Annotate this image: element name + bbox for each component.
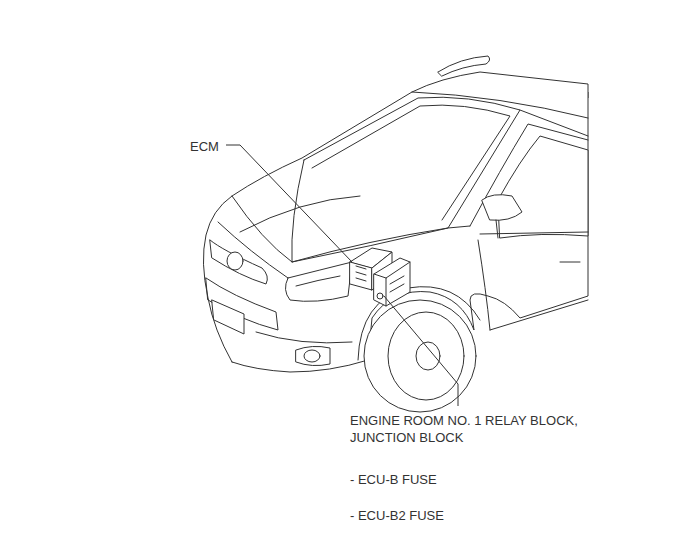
side-window [498, 136, 588, 238]
roof-edge [520, 110, 588, 136]
front-tire [364, 300, 476, 412]
car-line [377, 293, 383, 299]
car-line [390, 276, 404, 292]
windshield [292, 97, 520, 262]
upper-grille [210, 240, 267, 284]
car-line [374, 262, 410, 306]
leader-line [384, 296, 458, 406]
hub [416, 342, 440, 370]
windshield-inner [312, 105, 510, 220]
part-name: ENGINE ROOM NO. 1 RELAY BLOCK, JUNCTION … [350, 412, 590, 446]
hood-crease [240, 196, 360, 232]
hood-edge [232, 196, 292, 262]
leader-line [226, 145, 352, 262]
mirror [482, 195, 522, 221]
door-handle [560, 262, 580, 263]
car-line [356, 266, 366, 281]
headlight [285, 262, 352, 301]
fuse-name: - ECU-B2 FUSE [350, 507, 510, 524]
car-body [203, 56, 588, 412]
belt-line [480, 232, 588, 234]
relay-block [374, 258, 410, 306]
emblem [227, 252, 243, 270]
hood-front [218, 222, 288, 278]
fuse-name: - ECU-B FUSE [350, 471, 510, 488]
front-rim [388, 312, 464, 400]
car-line [374, 258, 410, 306]
sill-line [490, 300, 588, 330]
mirror-stalk [496, 220, 498, 238]
door-line [478, 240, 490, 330]
headlight-detail [296, 276, 340, 286]
bumper-line [256, 332, 352, 343]
fog-light-bezel [296, 346, 330, 365]
fog-light [304, 350, 320, 362]
part-name: ECM [190, 138, 250, 155]
car-line [350, 262, 372, 290]
license-plate [212, 300, 244, 334]
